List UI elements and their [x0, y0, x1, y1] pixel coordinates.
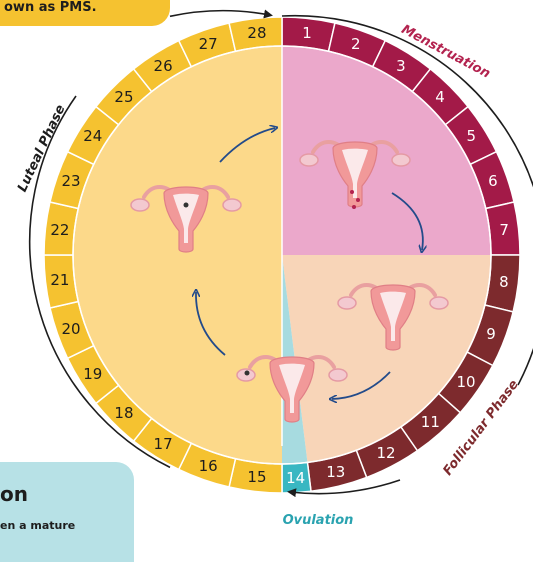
- menstrual-cycle-diagram: 1234567891011121314151617181920212223242…: [0, 0, 533, 538]
- day-label-4: 4: [435, 88, 445, 106]
- day-label-27: 27: [199, 35, 218, 53]
- day-label-6: 6: [488, 172, 498, 190]
- day-label-14: 14: [286, 469, 305, 487]
- day-label-8: 8: [499, 273, 509, 291]
- day-label-13: 13: [326, 463, 345, 481]
- day-label-5: 5: [466, 127, 476, 145]
- day-label-21: 21: [50, 271, 69, 289]
- day-label-18: 18: [114, 404, 133, 422]
- day-label-16: 16: [199, 457, 218, 475]
- day-label-15: 15: [247, 468, 266, 486]
- phase-label-ovulation: Ovulation: [283, 513, 354, 528]
- egg-icon: [245, 371, 250, 376]
- day-label-2: 2: [351, 35, 361, 53]
- day-label-28: 28: [247, 24, 266, 42]
- egg-icon: [184, 203, 189, 208]
- day-label-19: 19: [83, 365, 102, 383]
- day-label-10: 10: [456, 373, 475, 391]
- day-label-12: 12: [377, 444, 396, 462]
- cycle-arrow-top: [170, 11, 270, 17]
- day-label-26: 26: [154, 57, 173, 75]
- day-label-1: 1: [302, 24, 312, 42]
- day-label-9: 9: [486, 325, 496, 343]
- day-label-22: 22: [50, 221, 69, 239]
- day-label-3: 3: [396, 57, 406, 75]
- day-label-24: 24: [83, 127, 102, 145]
- day-label-11: 11: [421, 413, 440, 431]
- day-label-20: 20: [61, 320, 80, 338]
- day-label-7: 7: [499, 221, 509, 239]
- day-label-25: 25: [114, 88, 133, 106]
- day-label-17: 17: [154, 435, 173, 453]
- day-label-23: 23: [61, 172, 80, 190]
